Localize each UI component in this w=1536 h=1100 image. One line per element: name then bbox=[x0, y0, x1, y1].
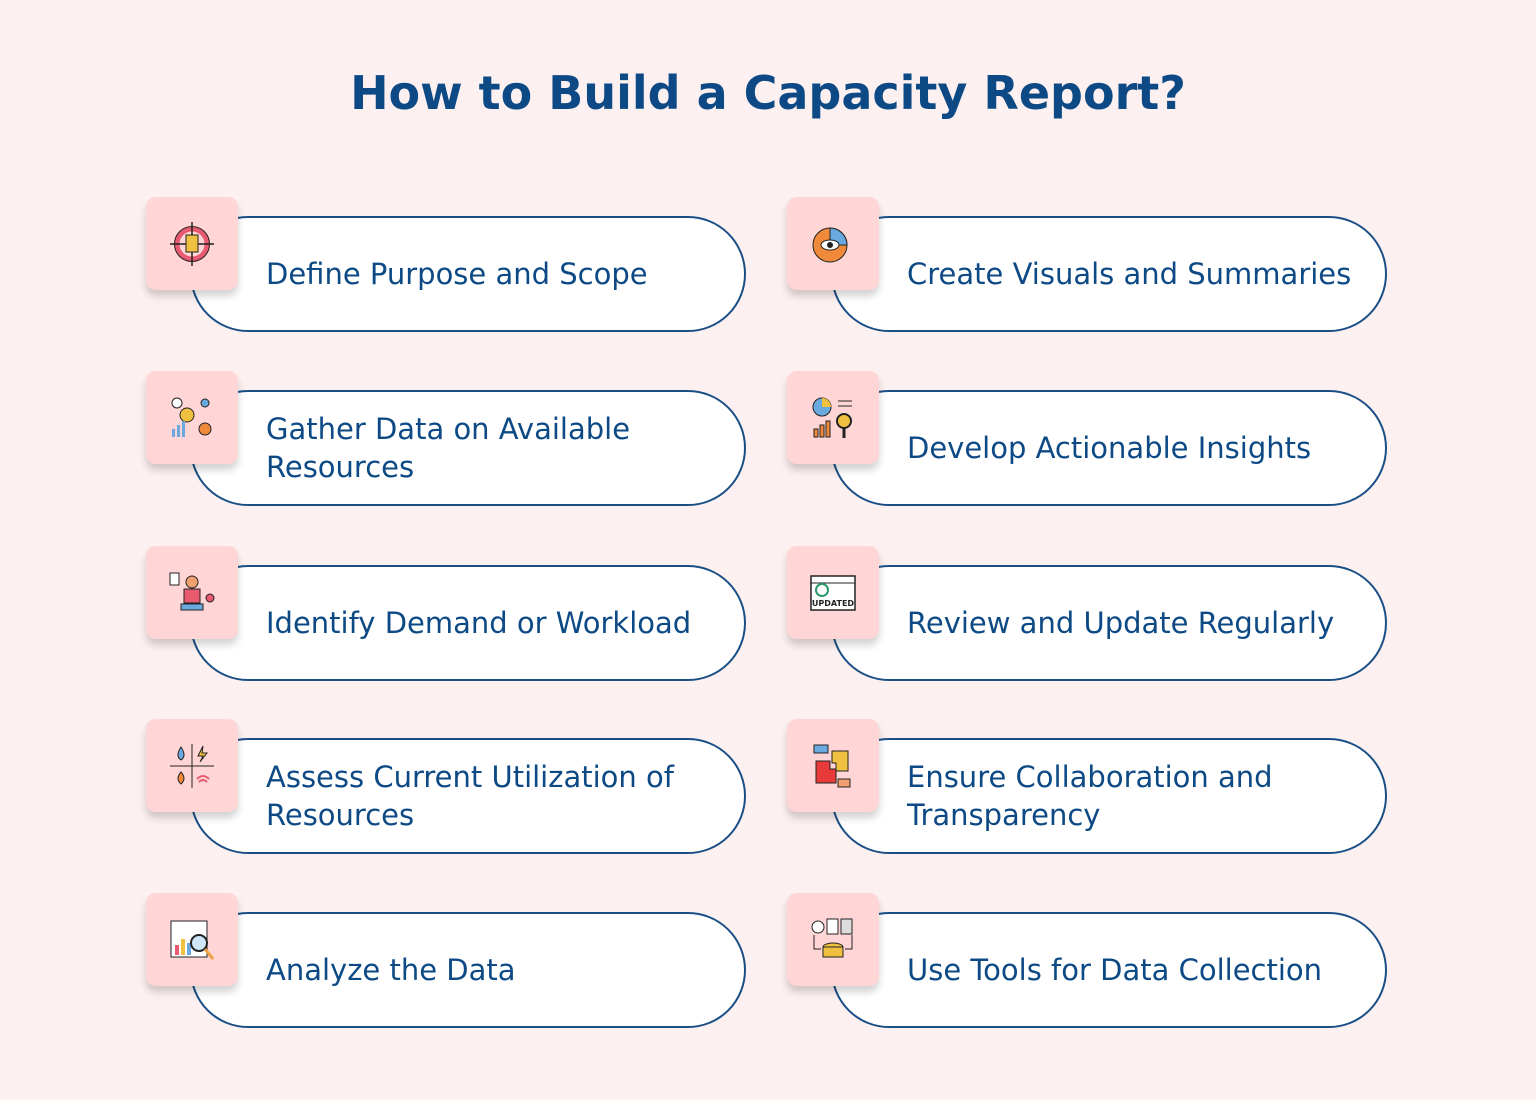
step-label: Analyze the Data bbox=[266, 953, 516, 987]
icon-box bbox=[146, 371, 238, 464]
insights-chart-icon bbox=[812, 397, 852, 438]
step-card: Use Tools for Data Collection bbox=[787, 893, 1387, 1033]
step-pill bbox=[190, 216, 746, 332]
database-tools-icon bbox=[811, 918, 853, 957]
step-card: Create Visuals and Summaries bbox=[787, 197, 1387, 337]
step-pill bbox=[831, 565, 1387, 681]
step-pill bbox=[831, 216, 1387, 332]
step-label: Assess Current Utilization of Resources bbox=[266, 760, 674, 832]
icon-box bbox=[146, 719, 238, 812]
icon-box bbox=[787, 197, 879, 290]
step-pill bbox=[831, 912, 1387, 1028]
puzzle-collaboration-icon bbox=[813, 744, 851, 787]
step-pill bbox=[190, 912, 746, 1028]
resources-gear-icon bbox=[171, 397, 212, 437]
target-document-icon bbox=[170, 221, 214, 266]
step-card: Develop Actionable Insights bbox=[787, 371, 1387, 511]
step-label: Gather Data on Available Resources bbox=[266, 412, 631, 484]
step-card: Analyze the Data bbox=[146, 893, 746, 1033]
utilities-icon bbox=[170, 743, 214, 788]
step-card: Define Purpose and Scope bbox=[146, 197, 746, 337]
step-pill bbox=[190, 390, 746, 506]
step-card: Gather Data on Available Resources bbox=[146, 371, 746, 511]
step-card: Ensure Collaboration and Transparency bbox=[787, 719, 1387, 859]
page-title: How to Build a Capacity Report? bbox=[350, 66, 1186, 120]
step-label: Use Tools for Data Collection bbox=[907, 953, 1323, 987]
step-label: Identify Demand or Workload bbox=[266, 606, 692, 640]
step-label: Develop Actionable Insights bbox=[907, 431, 1312, 465]
step-pill bbox=[831, 390, 1387, 506]
analytics-magnifier-icon bbox=[170, 920, 215, 960]
step-label: Define Purpose and Scope bbox=[266, 257, 648, 291]
step-card: Assess Current Utilization of Resources bbox=[146, 719, 746, 859]
workload-person-icon bbox=[169, 572, 215, 610]
step-card: Identify Demand or Workload bbox=[146, 546, 746, 686]
pie-chart-eye-icon bbox=[812, 226, 848, 262]
icon-box bbox=[787, 371, 879, 464]
icon-box bbox=[787, 893, 879, 986]
icon-box bbox=[146, 546, 238, 639]
step-pill bbox=[831, 738, 1387, 854]
icon-box bbox=[146, 197, 238, 290]
step-label: Create Visuals and Summaries bbox=[907, 257, 1352, 291]
step-card: Review and Update Regularly UPDATED bbox=[787, 546, 1387, 686]
step-label: Review and Update Regularly bbox=[907, 606, 1335, 640]
updated-window-icon: UPDATED bbox=[810, 574, 856, 611]
icon-box bbox=[787, 719, 879, 812]
step-label: Ensure Collaboration and Transparency bbox=[907, 760, 1273, 832]
svg-text:UPDATED: UPDATED bbox=[812, 599, 854, 608]
icon-box: UPDATED bbox=[787, 546, 879, 639]
icon-box bbox=[146, 893, 238, 986]
